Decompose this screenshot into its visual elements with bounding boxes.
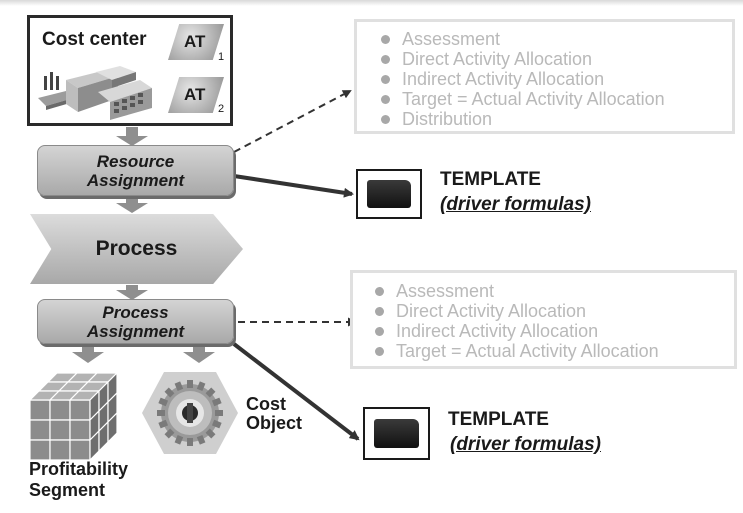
profitability-segment-label: Profitability Segment — [29, 459, 129, 500]
activity-type-2-label: AT — [184, 85, 206, 104]
gear-tooth — [215, 410, 223, 416]
gear-tooth — [187, 380, 193, 388]
allocation-method-item: Direct Activity Allocation — [375, 301, 734, 321]
allocation-method-item: Assessment — [375, 281, 734, 301]
activity-type-1-label: AT — [184, 32, 206, 51]
template-title-bottom: TEMPLATE — [448, 409, 549, 430]
down-arrow-cc-to-resource — [116, 127, 148, 146]
gear-tooth — [205, 387, 216, 398]
cube-cell — [69, 439, 91, 460]
bullet-icon — [381, 114, 390, 124]
allocation-method-item: Indirect Activity Allocation — [381, 69, 732, 89]
cube-cell — [29, 419, 51, 441]
cost-center-title: Cost center — [42, 29, 147, 50]
down-arrow-process-to-assignment — [116, 285, 148, 300]
gear-tooth — [211, 397, 222, 407]
process-assignment-line1: Process — [102, 302, 169, 322]
cube-cell — [107, 411, 118, 444]
bullet-icon — [375, 306, 384, 316]
cube-cell — [69, 419, 91, 441]
gear-tooth — [157, 410, 165, 416]
process-assignment-box: Process Assignment — [37, 299, 234, 344]
allocation-method-item: Target = Actual Activity Allocation — [375, 341, 734, 361]
down-arrow-resource-to-process — [116, 196, 148, 213]
allocation-method-item: Distribution — [381, 109, 732, 129]
allocation-methods-panel-bottom: Assessment Direct Activity Allocation In… — [350, 270, 737, 369]
resource-assignment-line2: Assignment — [86, 170, 185, 190]
template-subtitle-top: (driver formulas) — [440, 194, 591, 215]
bullet-icon — [381, 94, 390, 104]
cube-cell — [29, 439, 51, 460]
template-icon — [374, 419, 419, 448]
down-arrow-to-cost-object — [183, 345, 215, 363]
process-chevron — [30, 214, 243, 284]
bullet-icon — [381, 54, 390, 64]
bullet-icon — [381, 34, 390, 44]
gear-tooth — [187, 438, 193, 446]
solid-arrow-top — [233, 174, 354, 198]
allocation-methods-list-top: Assessment Direct Activity Allocation In… — [357, 22, 732, 129]
allocation-method-item: Target = Actual Activity Allocation — [381, 89, 732, 109]
activity-type-2-index: 2 — [218, 103, 225, 115]
gear-tooth — [158, 397, 169, 407]
gear-tooth — [196, 381, 206, 392]
allocation-methods-list-bottom: Assessment Direct Activity Allocation In… — [353, 273, 734, 361]
gear-tooth — [164, 387, 175, 398]
gear-tooth — [211, 419, 222, 429]
down-arrow-to-profitability — [72, 345, 104, 363]
allocation-method-item: Direct Activity Allocation — [381, 49, 732, 69]
bullet-icon — [375, 346, 384, 356]
cube-cell — [49, 419, 71, 441]
dashed-arrow-top — [233, 90, 352, 153]
gear-tooth — [174, 381, 184, 392]
template-icon — [367, 180, 411, 208]
resource-assignment-line1: Resource — [96, 151, 175, 171]
cube-cell — [69, 399, 91, 421]
profitability-cube-icon — [28, 371, 119, 460]
template-icon-frame-bottom — [363, 407, 430, 460]
allocation-method-item: Indirect Activity Allocation — [375, 321, 734, 341]
gear-tooth — [205, 428, 216, 439]
bullet-icon — [381, 74, 390, 84]
allocation-method-item: Assessment — [381, 29, 732, 49]
activity-type-1-index: 1 — [218, 51, 225, 63]
process-label: Process — [95, 237, 178, 260]
allocation-methods-panel-top: Assessment Direct Activity Allocation In… — [354, 19, 735, 134]
template-icon-frame-top — [356, 169, 422, 219]
bullet-icon — [375, 286, 384, 296]
template-title-top: TEMPLATE — [440, 169, 541, 190]
template-subtitle-bottom: (driver formulas) — [450, 434, 601, 455]
cash-register-icon — [38, 66, 152, 120]
gear-tooth — [164, 428, 175, 439]
resource-assignment-box: Resource Assignment — [37, 145, 234, 196]
cube-cell — [49, 439, 71, 460]
cube-cell — [49, 399, 71, 421]
cost-object-label: Cost Object — [246, 394, 303, 433]
cost-object-gear-icon — [142, 372, 238, 454]
gear-tooth — [174, 434, 184, 445]
top-strip — [0, 0, 743, 6]
cube-cell — [29, 399, 51, 421]
gear-tooth — [196, 434, 206, 445]
gear-tooth — [158, 419, 169, 429]
solid-arrow-bottom — [232, 342, 360, 441]
bullet-icon — [375, 326, 384, 336]
process-assignment-line2: Assignment — [86, 321, 185, 341]
